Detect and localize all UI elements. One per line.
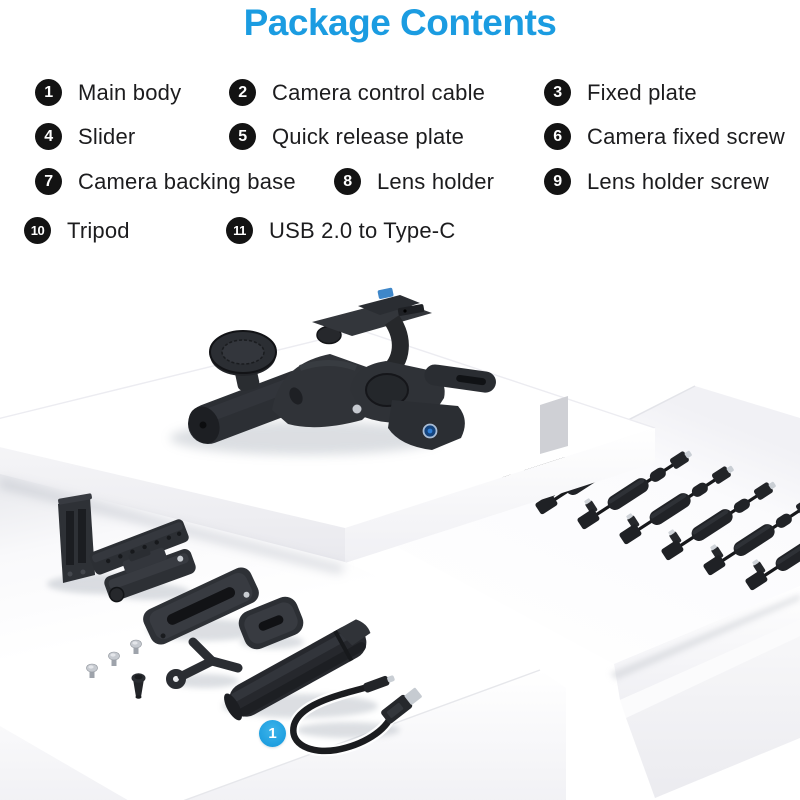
camera-backing-base-photo xyxy=(238,596,304,650)
main-body-photo xyxy=(188,287,496,450)
legend-item-tripod: 10 Tripod xyxy=(24,217,130,244)
legend-item-label: Lens holder screw xyxy=(587,168,769,194)
legend-item-main-body: 1 Main body xyxy=(35,79,181,106)
legend-item-camera-fixed-screw: 6 Camera fixed screw xyxy=(544,123,785,150)
legend-item-label: Tripod xyxy=(67,217,130,243)
legend-item-lens-holder-screw: 9 Lens holder screw xyxy=(544,168,769,195)
legend-item-camera-backing-base: 7 Camera backing base xyxy=(35,168,296,195)
product-photo xyxy=(0,287,800,800)
legend-item-slider: 4 Slider xyxy=(35,123,135,150)
right-platform xyxy=(387,385,800,798)
item-number-badge: 2 xyxy=(229,79,256,106)
scene-badge-main-body: 1 xyxy=(259,720,286,747)
legend-item-label: Fixed plate xyxy=(587,79,697,105)
tripod-photo xyxy=(224,619,371,721)
item-number-badge: 10 xyxy=(24,217,51,244)
legend-item-camera-control-cable: 2 Camera control cable xyxy=(229,79,485,106)
item-number-badge: 11 xyxy=(226,217,253,244)
usb-cable-photo xyxy=(287,675,422,757)
legend-item-label: Main body xyxy=(78,79,182,105)
item-number-badge: 9 xyxy=(544,168,571,195)
legend-item-label: Lens holder xyxy=(377,168,495,194)
legend-item-label: Quick release plate xyxy=(272,123,465,149)
slider-photo xyxy=(104,547,196,603)
legend-item-label: Slider xyxy=(78,123,136,149)
fixed-plate-photo xyxy=(58,493,189,583)
lens-holder-screw-photo xyxy=(131,673,146,699)
page-title: Package Contents xyxy=(243,2,557,43)
lens-holder-photo xyxy=(166,637,243,689)
legend-item-label: Camera fixed screw xyxy=(587,123,785,149)
legend-item-quick-release-plate: 5 Quick release plate xyxy=(229,123,464,150)
item-number-badge: 7 xyxy=(35,168,62,195)
quick-release-plate-photo xyxy=(143,567,259,645)
legend-item-label: USB 2.0 to Type-C xyxy=(269,217,456,243)
item-number-badge: 6 xyxy=(544,123,571,150)
item-number-badge: 1 xyxy=(35,79,62,106)
legend-item-fixed-plate: 3 Fixed plate xyxy=(544,79,697,106)
legend-item-label: Camera backing base xyxy=(78,168,296,194)
item-number-badge: 5 xyxy=(229,123,256,150)
legend-item-label: Camera control cable xyxy=(272,79,486,105)
item-number-badge: 3 xyxy=(544,79,571,106)
product-scene: 1 2 3 4 5 6 7 8 9 10 11 xyxy=(0,278,800,800)
item-number-badge: 4 xyxy=(35,123,62,150)
item-number-badge: 8 xyxy=(334,168,361,195)
legend-item-lens-holder: 8 Lens holder xyxy=(334,168,494,195)
legend-item-usb-cable: 11 USB 2.0 to Type-C xyxy=(226,217,455,244)
